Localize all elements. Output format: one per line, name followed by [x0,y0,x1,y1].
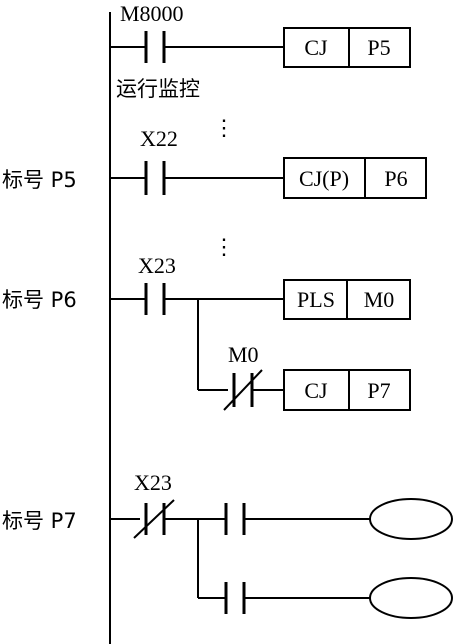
instruction-box-cjp-p6: CJ(P) P6 [283,157,427,199]
instruction-pls: PLS [297,287,335,312]
contact-no-output-2 [224,582,246,614]
instruction-cj: CJ [304,35,328,60]
rung-1: M8000 CJ P5 运行监控 ⋮ [110,1,411,140]
instruction-cjp: CJ(P) [299,166,349,191]
contact-label-m0: M0 [228,342,259,367]
rung-comment: 运行监控 [116,77,200,101]
output-coil-2 [369,577,453,619]
instruction-box-pls-m0: PLS M0 [283,279,411,320]
contact-no-x23 [144,283,166,315]
label-p5: 标号 P5 [2,168,77,192]
operand-m0: M0 [364,287,395,312]
contact-label-x23: X23 [138,253,176,278]
instruction-box-cj-p5: CJ P5 [283,27,411,68]
contact-no-output-1 [224,503,246,535]
output-coil-1 [369,498,453,540]
rung-2: 标号 P5 X22 CJ(P) P6 ⋮ [2,126,427,259]
rung-4: 标号 P7 X23 [2,470,453,619]
operand-p6: P6 [384,166,407,191]
contact-no-x22 [144,161,166,195]
instruction-box-cj-p7: CJ P7 [283,369,411,411]
operand-p7: P7 [367,378,390,403]
label-p7: 标号 P7 [2,509,77,533]
continuation-dots-2: ⋮ [213,234,235,259]
contact-label-x23-nc: X23 [134,470,172,495]
operand-p5: P5 [367,35,390,60]
continuation-dots-1: ⋮ [213,115,235,140]
instruction-cj-branch: CJ [304,378,328,403]
contact-label-x22: X22 [140,126,178,151]
contact-label-m8000: M8000 [120,1,184,26]
contact-no-m8000 [144,31,166,63]
label-p6: 标号 P6 [2,288,77,312]
rung-3: 标号 P6 X23 PLS M0 M0 CJ P7 [2,253,411,411]
